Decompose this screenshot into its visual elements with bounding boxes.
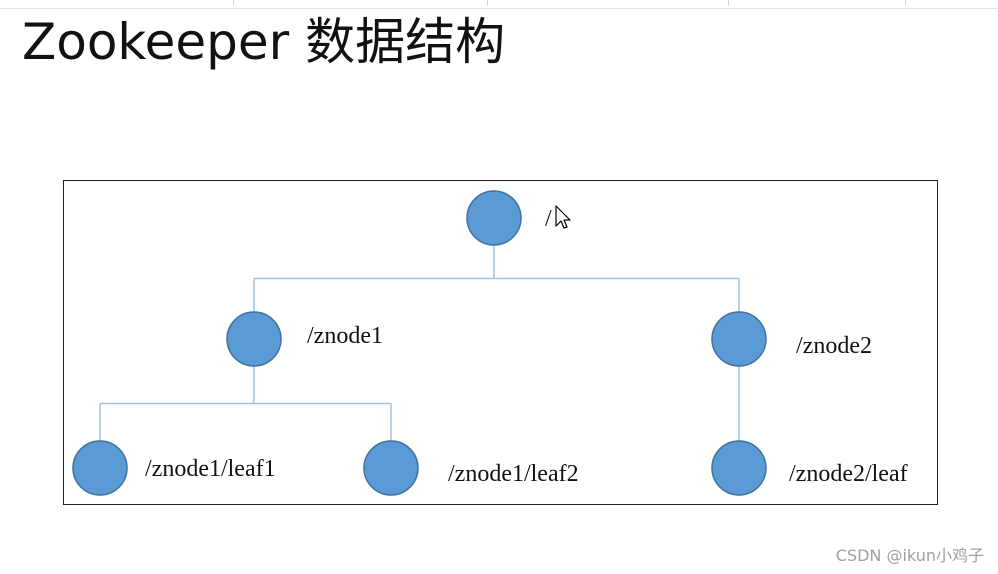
tree-node-znode2 xyxy=(711,311,767,367)
tree-node-leaf2 xyxy=(363,440,419,496)
tree-edges xyxy=(99,245,740,441)
tree-node-label-znode1: /znode1 xyxy=(307,323,383,349)
window-top-strip xyxy=(0,0,998,9)
top-strip-divider xyxy=(233,0,234,6)
diagram-frame xyxy=(63,180,938,505)
tree-node-root xyxy=(466,190,522,246)
tree-node-label-leaf1: /znode1/leaf1 xyxy=(145,456,276,482)
top-strip-divider xyxy=(905,0,906,6)
tree-node-leaf1 xyxy=(72,440,128,496)
tree-nodes xyxy=(72,190,767,496)
tree-node-label-leaf3: /znode2/leaf xyxy=(789,461,908,487)
tree-node-label-root: / xyxy=(545,206,552,232)
tree-node-znode1 xyxy=(226,311,282,367)
top-strip-divider xyxy=(728,0,729,6)
tree-node-label-leaf2: /znode1/leaf2 xyxy=(448,461,579,487)
tree-node-label-znode2: /znode2 xyxy=(796,333,872,359)
tree-node-leaf3 xyxy=(711,440,767,496)
tree-labels: / /znode1/znode2/znode1/leaf1/znode1/leaf… xyxy=(145,206,908,487)
top-strip-divider xyxy=(487,0,488,6)
watermark: CSDN @ikun小鸡子 xyxy=(835,546,984,565)
slide-title: Zookeeper 数据结构 xyxy=(22,13,506,71)
mouse-cursor-icon xyxy=(555,205,571,229)
